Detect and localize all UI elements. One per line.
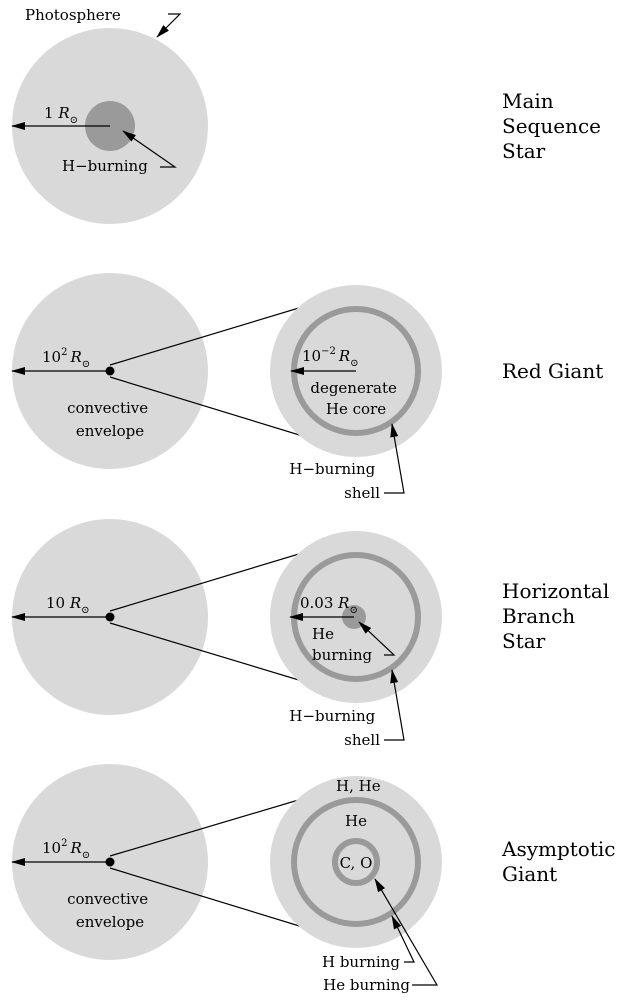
- asymptotic-giant-h-burning-arrow: [391, 915, 415, 963]
- asymptotic-giant-zoom-line-top: [109, 789, 333, 857]
- red-giant-zoom-line-bottom: [109, 376, 333, 446]
- main-sequence-star: Photosphere 1 R⊙ H−burning Main Sequence…: [11, 6, 607, 224]
- horizontal-branch-shell-label: H−burning shell: [289, 707, 380, 749]
- horizontal-branch-star: 10 R⊙ 0.03 R⊙ He burning H−burning shell…: [11, 519, 616, 749]
- asymptotic-giant-mid-label: He: [345, 812, 367, 830]
- asymptotic-giant-title: Asymptotic Giant: [501, 837, 622, 886]
- horizontal-branch-core-radius-label: 0.03 R⊙: [300, 594, 358, 616]
- asymptotic-giant-core-label: C, O: [340, 854, 373, 872]
- red-giant-envelope-label: convective envelope: [67, 399, 153, 440]
- asymptotic-giant-envelope-label: convective envelope: [67, 890, 153, 931]
- asymptotic-giant-h-burning-shell: [291, 797, 421, 927]
- horizontal-branch-core-label: He burning: [312, 625, 373, 664]
- horizontal-branch-zoom-line-top: [109, 543, 333, 612]
- asymptotic-giant-top-label: H, He: [336, 777, 381, 795]
- asymptotic-giant-he-burning-label: He burning: [323, 976, 410, 994]
- main-sequence-title: Main Sequence Star: [502, 89, 607, 163]
- horizontal-branch-zoom-line-bottom: [109, 622, 333, 691]
- asymptotic-giant-he-burning-arrow: [374, 878, 439, 986]
- horizontal-branch-core-arrow: [358, 621, 396, 656]
- red-giant-core-label: degenerate He core: [310, 379, 401, 418]
- asymptotic-giant-he-burning-shell: [332, 838, 380, 886]
- red-giant-shell-arrow: [384, 423, 405, 494]
- main-sequence-core-label: H−burning: [62, 157, 148, 175]
- photosphere-arrow: [156, 13, 182, 38]
- asymptotic-giant-h-burning-label: H burning: [322, 953, 400, 971]
- horizontal-branch-title: Horizontal Branch Star: [502, 579, 616, 653]
- main-sequence-radius-label: 1 R⊙: [44, 104, 78, 126]
- red-giant-shell-label: H−burning shell: [289, 460, 380, 502]
- horizontal-branch-shell-arrow: [384, 669, 405, 741]
- asymptotic-giant-zoom-line-bottom: [109, 867, 333, 937]
- red-giant-zoom-line-top: [109, 297, 333, 366]
- photosphere-label: Photosphere: [25, 6, 121, 24]
- horizontal-branch-radius-label: 10 R⊙: [46, 594, 90, 616]
- main-sequence-core-arrow: [122, 130, 177, 168]
- red-giant-title: Red Giant: [502, 359, 603, 383]
